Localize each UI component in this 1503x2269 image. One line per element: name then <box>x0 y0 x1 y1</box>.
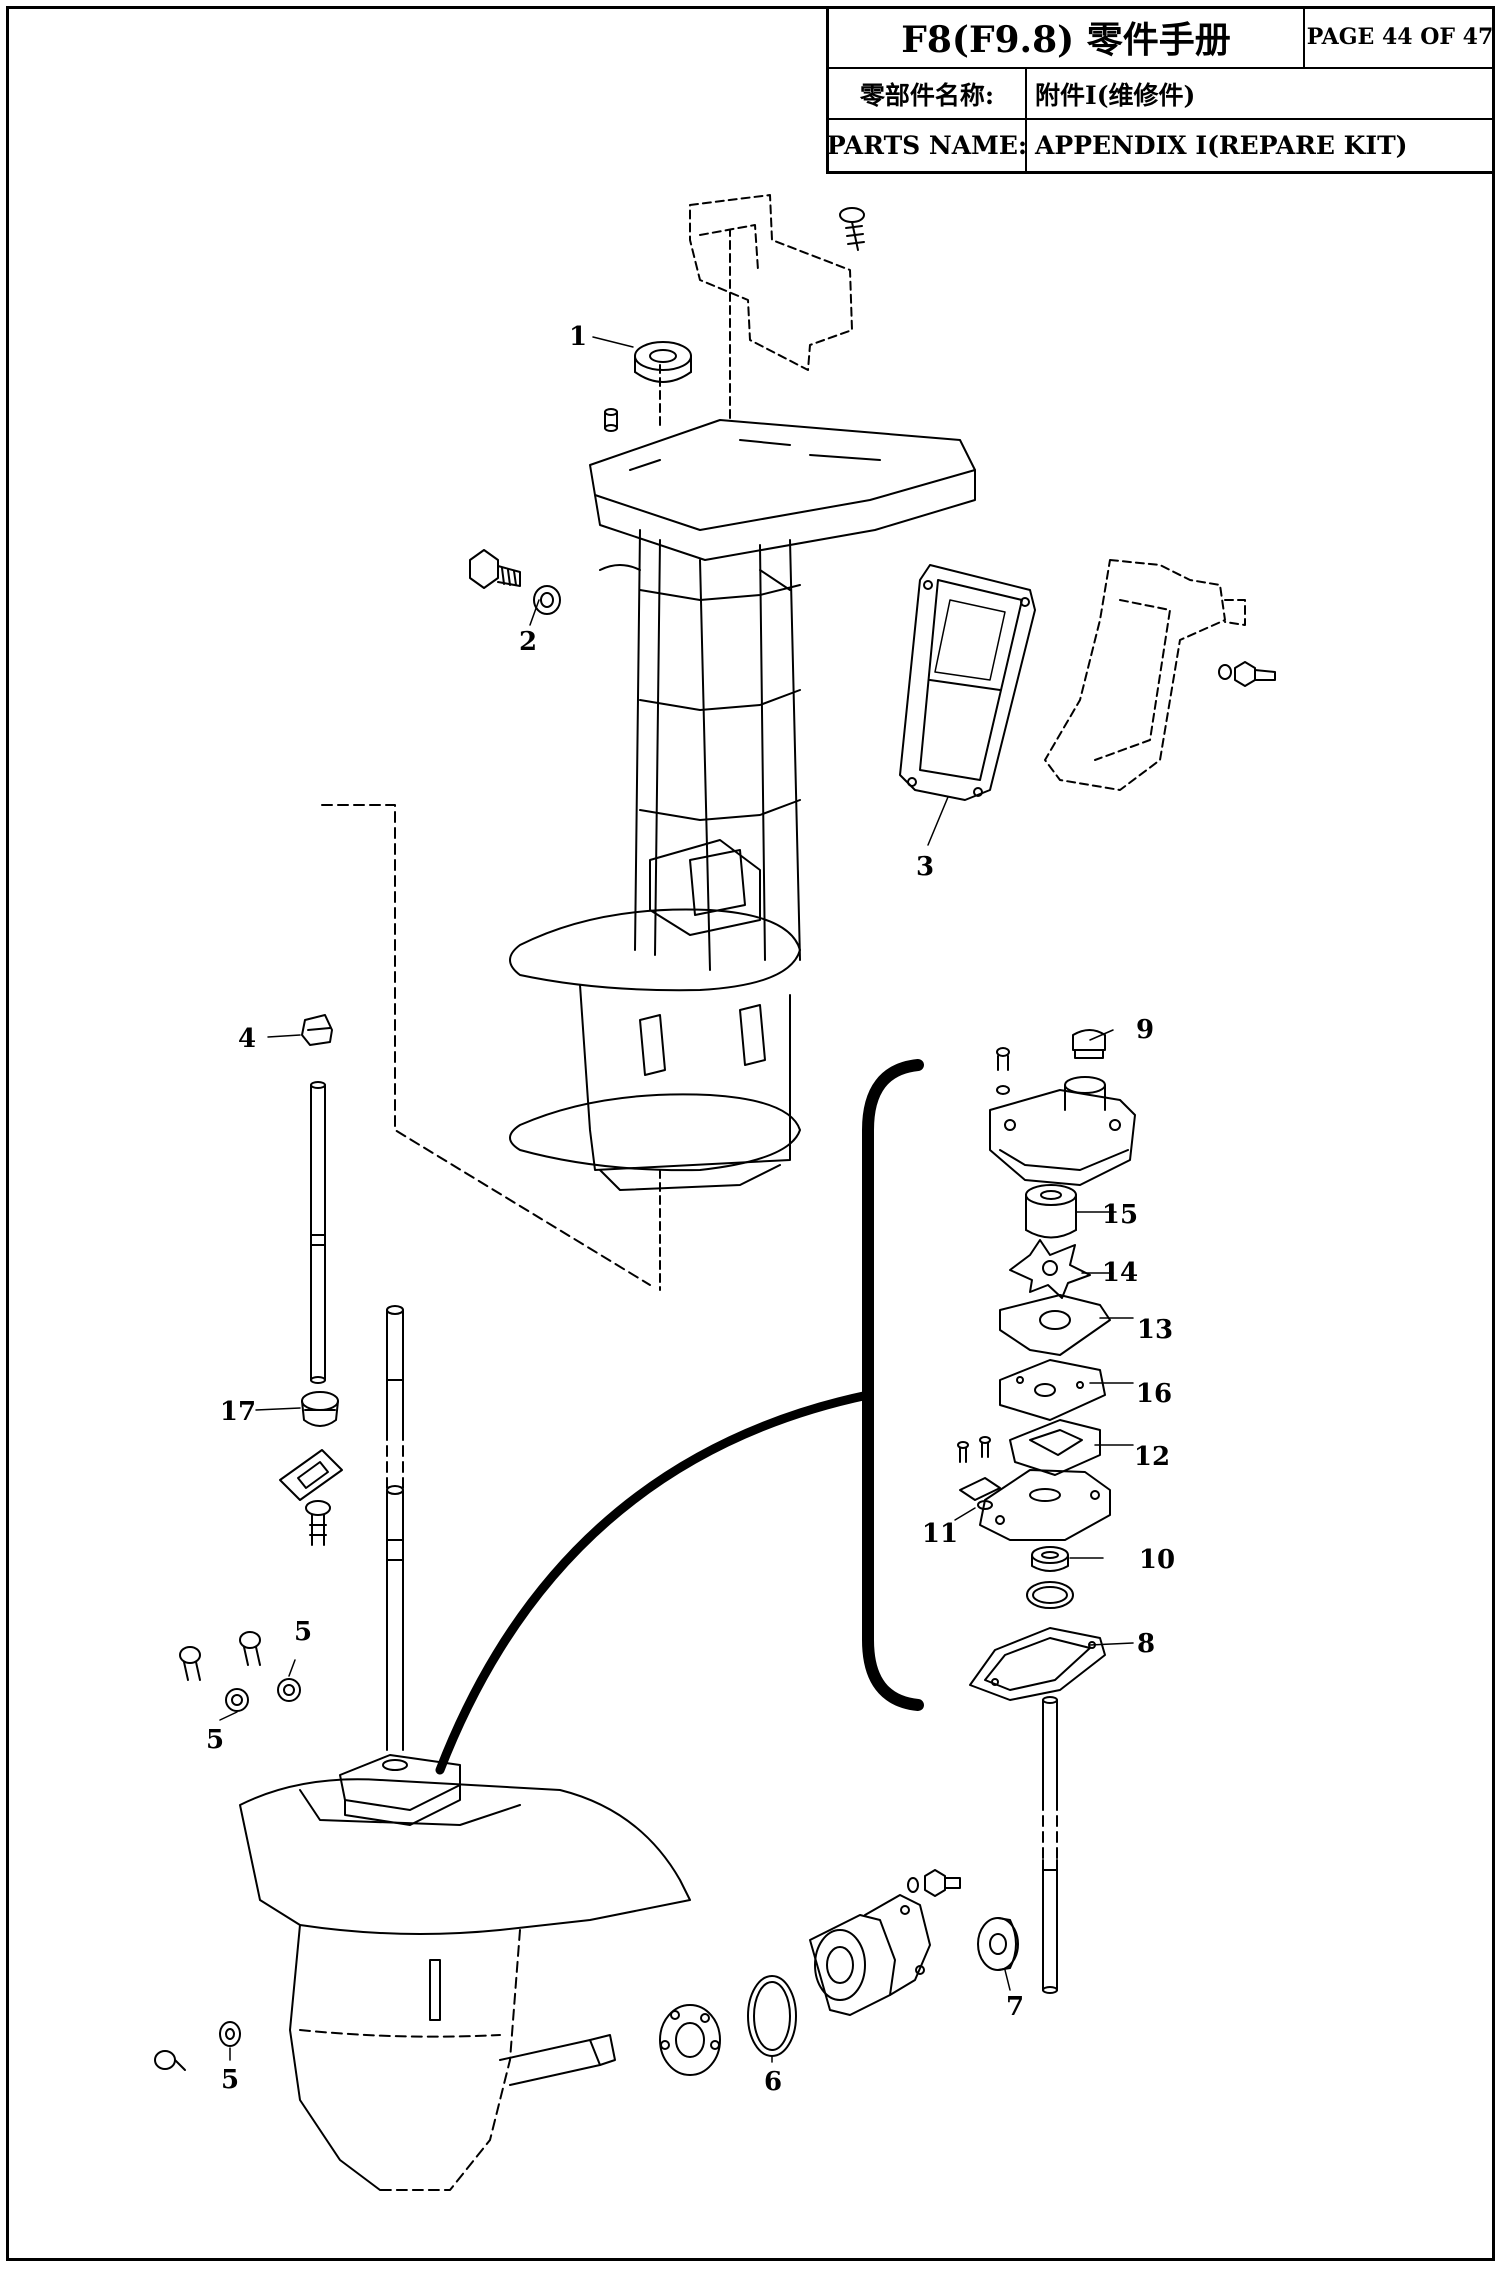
oil-seal-icon <box>977 1917 1019 1971</box>
callout-10: 10 <box>1139 1545 1175 1575</box>
gasket-icon <box>999 1294 1111 1356</box>
gasket-icon <box>899 564 1036 801</box>
insert-cartridge-icon <box>1025 1184 1077 1239</box>
callout-8: 8 <box>1137 1629 1155 1659</box>
cn-name-value: 附件Ⅰ(维修件) <box>1035 80 1196 110</box>
title-block: F8(F9.8) 零件手册 PAGE 44 OF 47 零部件名称: 附件Ⅰ(维… <box>826 6 1495 174</box>
callout-5b: 5 <box>206 1725 224 1755</box>
kit-connector <box>435 1390 873 1775</box>
callout-13: 13 <box>1137 1315 1173 1345</box>
callout-5a: 5 <box>294 1617 312 1647</box>
drive-shaft-housing-icon <box>509 419 976 1191</box>
callout-5c: 5 <box>221 2065 239 2095</box>
model-title: F8(F9.8) 零件手册 <box>829 6 1305 67</box>
cn-name-row: 零部件名称: 附件Ⅰ(维修件) <box>829 69 1495 120</box>
page-label: PAGE 44 OF 47 <box>1306 23 1494 50</box>
callout-9: 9 <box>1136 1015 1154 1045</box>
oil-seal-icon <box>634 341 692 383</box>
washer-icon <box>533 585 561 615</box>
callout-1: 1 <box>569 322 587 352</box>
propeller-shaft-housing-icon <box>809 1894 931 2016</box>
callout-leaders <box>219 336 1134 2063</box>
callout-numbers: 1 2 3 4 5 5 5 6 7 8 9 10 11 12 13 14 15 … <box>206 322 1175 2097</box>
bolt-icon <box>469 549 521 589</box>
callout-11: 11 <box>922 1519 958 1549</box>
gasket-icon <box>969 1627 1106 1701</box>
callout-4: 4 <box>238 1024 256 1054</box>
bolt-icon <box>154 1631 261 2071</box>
callout-15: 15 <box>1102 1200 1138 1230</box>
dowel-pin-icon <box>604 408 618 432</box>
kit-bracket <box>862 1059 924 1711</box>
clip-icon <box>279 1449 343 1501</box>
callout-7: 7 <box>1006 1992 1024 2022</box>
o-ring-icon <box>747 1975 797 2057</box>
seal-washer-icon <box>219 1678 301 2047</box>
drive-shaft-icon <box>386 1305 404 1751</box>
bearing-icon <box>659 2004 721 2076</box>
pump-housing-icon <box>989 1076 1136 1186</box>
o-ring-icon <box>1026 1581 1074 1609</box>
bolt-icon <box>1218 661 1276 687</box>
pump-base-icon <box>979 1469 1111 1541</box>
screw-icon <box>839 207 865 251</box>
impeller-icon <box>1009 1239 1091 1299</box>
en-name-label: PARTS NAME: <box>827 120 1027 171</box>
callout-14: 14 <box>1102 1258 1138 1288</box>
bolt-icon <box>305 1500 331 1546</box>
en-name-row: PARTS NAME: APPENDIX Ⅰ(REPARE KIT) <box>827 120 1495 171</box>
drawing-frame <box>6 6 1495 2261</box>
screw-icon <box>957 1436 991 1463</box>
gasket-icon <box>1009 1419 1101 1476</box>
bolt-icon <box>907 1869 961 1897</box>
water-tube-icon <box>310 1081 326 1384</box>
screw-icon <box>996 1047 1010 1095</box>
cn-name-label: 零部件名称: <box>829 69 1027 118</box>
callout-3: 3 <box>916 852 934 882</box>
gear-case-icon <box>239 1778 691 2191</box>
grommet-icon <box>1072 1029 1106 1059</box>
en-name-value: APPENDIX Ⅰ(REPARE KIT) <box>1035 131 1408 160</box>
callout-16: 16 <box>1136 1379 1172 1409</box>
grommet-icon <box>301 1014 333 1046</box>
callout-6: 6 <box>764 2067 782 2097</box>
plate-icon <box>999 1359 1106 1421</box>
grommet-icon <box>301 1391 339 1427</box>
callout-17: 17 <box>220 1397 256 1427</box>
routing-line <box>321 804 651 1286</box>
cover-bracket-icon <box>689 194 853 371</box>
bracket-icon <box>1044 559 1246 791</box>
drive-shaft-icon <box>1042 1696 1058 1994</box>
title-row: F8(F9.8) 零件手册 PAGE 44 OF 47 <box>829 6 1495 69</box>
oil-seal-icon <box>1031 1546 1069 1572</box>
callout-2: 2 <box>519 627 537 657</box>
callout-12: 12 <box>1134 1442 1170 1472</box>
